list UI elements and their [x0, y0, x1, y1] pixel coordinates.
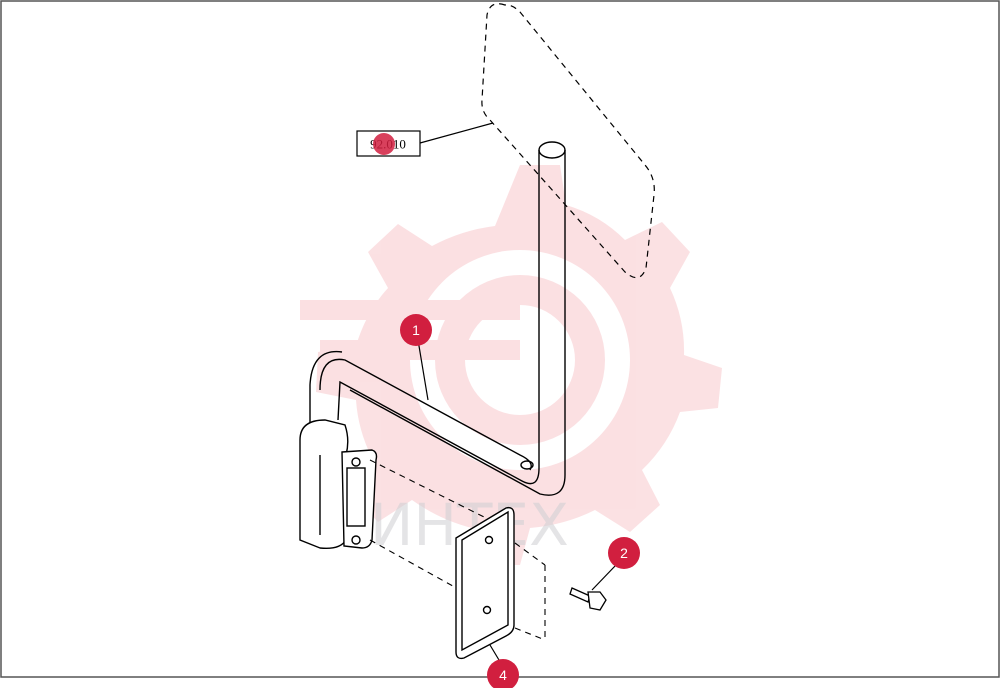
callout-2-label: 2: [620, 545, 628, 561]
callout-4[interactable]: 4: [487, 659, 519, 688]
callout-1[interactable]: 1: [400, 314, 432, 346]
mount-bracket: [299, 419, 378, 550]
bolt: [569, 587, 607, 611]
watermark-gear-icon: [300, 165, 722, 565]
callout-2[interactable]: 2: [608, 537, 640, 569]
callout-4-label: 4: [499, 667, 507, 683]
callout-1-label: 1: [412, 322, 420, 338]
callout-4-marker: [487, 659, 519, 688]
callout-2-marker: [608, 537, 640, 569]
reference-leader-line: [419, 122, 494, 144]
callout-1-marker: [400, 314, 432, 346]
reference-marker: [373, 133, 395, 155]
mirror-arm: [309, 141, 566, 496]
projection-lines: [369, 459, 546, 641]
mirror-outline: [481, 3, 655, 279]
mounting-plate: [455, 506, 515, 660]
